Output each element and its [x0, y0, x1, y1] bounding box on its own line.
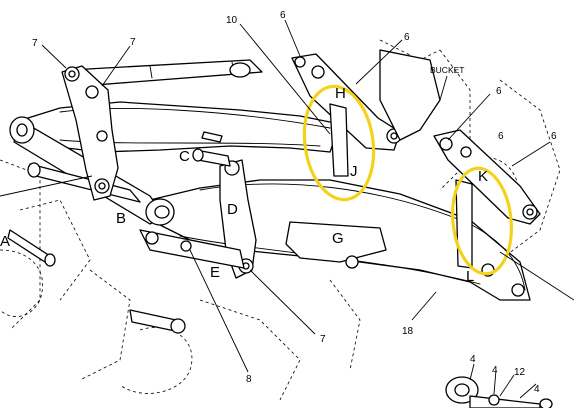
- callout-7-bottom: 7: [320, 334, 326, 345]
- bucket-label: BUCKET: [430, 65, 464, 75]
- letter-G: G: [332, 230, 344, 247]
- callout-10: 10: [226, 15, 238, 26]
- callout-18: 18: [402, 326, 414, 337]
- letter-B: B: [116, 210, 126, 227]
- pin-A: [7, 229, 56, 267]
- letter-K: K: [478, 168, 488, 185]
- leader-lines: [0, 19, 574, 399]
- callout-6-upper-right: 6: [404, 32, 410, 43]
- letter-H: H: [335, 85, 346, 102]
- pin-assembly-bottom-right: [445, 376, 553, 408]
- highlight-circle-KL: [451, 166, 513, 276]
- letter-C: C: [179, 148, 190, 165]
- callout-6-mid: 6: [498, 131, 504, 142]
- letter-A: A: [0, 233, 10, 250]
- letter-L: L: [466, 268, 474, 285]
- callout-6-top: 6: [280, 10, 286, 21]
- callout-8: 8: [246, 374, 252, 385]
- callout-6-far-right: 6: [551, 131, 557, 142]
- letter-J: J: [350, 163, 358, 180]
- letter-E: E: [210, 264, 220, 281]
- callout-4-a: 4: [470, 354, 476, 365]
- callout-7-left: 7: [32, 38, 38, 49]
- tilt-link-HJ: [291, 53, 402, 177]
- callout-6-right: 6: [496, 86, 502, 97]
- left-vertical-link: [61, 65, 119, 201]
- letter-D: D: [227, 201, 238, 218]
- callout-7-right: 7: [130, 37, 136, 48]
- callout-4-b: 4: [492, 365, 498, 376]
- highlight-circle-HJ: [302, 84, 376, 202]
- lower-link-E: [139, 229, 245, 269]
- lower-bracket: [129, 309, 186, 334]
- pin-C: [192, 131, 231, 167]
- callout-12: 12: [514, 367, 526, 378]
- callout-4-c: 4: [534, 384, 540, 395]
